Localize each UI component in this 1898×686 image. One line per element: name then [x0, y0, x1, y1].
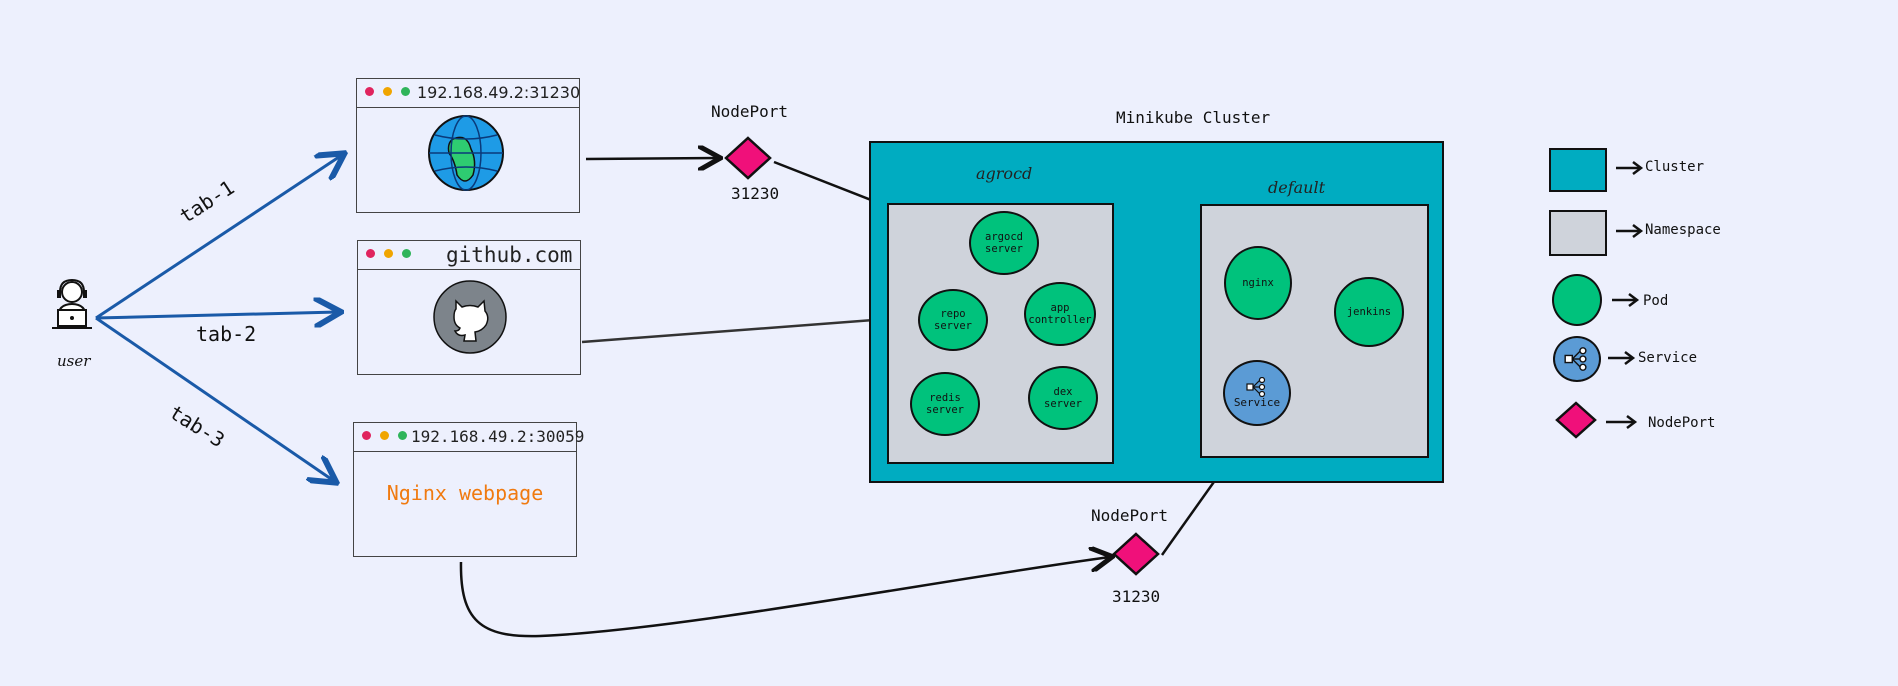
pod-label: repo server: [934, 308, 972, 332]
nodeport-top-title: NodePort: [711, 102, 789, 121]
pod-dex-server: dex server: [1028, 366, 1098, 430]
arrow-tab-3: [95, 316, 334, 481]
legend-arrow-icon: [1614, 160, 1644, 180]
legend-namespace-label: Namespace: [1645, 222, 1721, 238]
nodeport-top-diamond: [724, 136, 772, 180]
browser-window-2: github.com: [357, 240, 581, 375]
legend-service-label: Service: [1638, 350, 1698, 366]
maximize-dot: [402, 249, 411, 258]
nodeport-bottom-port: 31230: [1112, 587, 1161, 606]
legend-arrow-icon: [1614, 223, 1644, 243]
legend-nodeport-label: NodePort: [1648, 415, 1716, 431]
pod-app-controller: app controller: [1024, 282, 1096, 346]
url-text: 192.168.49.2:30059: [411, 427, 585, 446]
legend-arrow-icon: [1604, 414, 1638, 434]
pod-jenkins: jenkins: [1334, 277, 1404, 347]
close-dot: [362, 431, 371, 440]
nodeport-bottom-diamond: [1112, 532, 1160, 576]
pod-label: redis server: [926, 392, 964, 416]
nodeport-bottom-title: NodePort: [1091, 506, 1169, 525]
legend-arrow-icon: [1606, 350, 1636, 370]
minimize-dot: [384, 249, 393, 258]
globe-icon: [427, 113, 505, 193]
tab-2-label: tab-2: [196, 322, 257, 346]
pod-label: app controller: [1028, 302, 1092, 326]
pod-label: nginx: [1242, 277, 1274, 289]
pod-redis-server: redis server: [910, 372, 980, 436]
browser-window-1: 192.168.49.2:31230: [356, 78, 580, 213]
service-icon: [1564, 347, 1587, 371]
pod-repo-server: repo server: [918, 289, 988, 351]
user-label: user: [57, 352, 91, 370]
legend-cluster-label: Cluster: [1645, 159, 1705, 175]
window-titlebar: 192.168.49.2:31230: [357, 79, 581, 108]
legend-cluster-swatch: [1549, 148, 1607, 192]
pod-label: dex server: [1044, 386, 1082, 410]
pod-nginx: nginx: [1224, 246, 1292, 320]
close-dot: [366, 249, 375, 258]
pod-label: jenkins: [1346, 306, 1392, 318]
arrow-nginx-window-nodeport: [459, 557, 1110, 638]
legend-service-swatch: [1553, 336, 1601, 382]
legend-arrow-icon: [1610, 292, 1640, 312]
maximize-dot: [401, 87, 410, 96]
maximize-dot: [398, 431, 407, 440]
cluster-title: Minikube Cluster: [1116, 108, 1271, 127]
window-titlebar: 192.168.49.2:30059: [354, 423, 584, 452]
legend-namespace-swatch: [1549, 210, 1607, 256]
url-text: 192.168.49.2:31230: [417, 83, 581, 102]
github-icon: [432, 279, 508, 355]
service-icon: [1246, 377, 1266, 397]
arrow-github-repo: [581, 317, 914, 344]
legend-pod-swatch: [1552, 274, 1602, 326]
minimize-dot: [380, 431, 389, 440]
pod-argocd-server: argocd server: [969, 211, 1039, 275]
service-label: Service: [1233, 396, 1281, 409]
browser-window-3: 192.168.49.2:30059 Nginx webpage: [353, 422, 584, 557]
pod-label: argocd server: [985, 231, 1023, 255]
namespace-default-label: default: [1268, 178, 1326, 197]
minimize-dot: [383, 87, 392, 96]
arrow-tab-1: [95, 155, 342, 320]
user-icon: [48, 278, 96, 340]
namespace-argocd-label: agrocd: [976, 164, 1033, 183]
nodeport-top-port: 31230: [731, 184, 780, 203]
url-text: github.com: [446, 243, 573, 267]
arrow-tab-2: [95, 312, 338, 318]
legend-pod-label: Pod: [1643, 293, 1669, 309]
nginx-webpage-text: Nginx webpage: [386, 481, 544, 505]
close-dot: [365, 87, 374, 96]
window-titlebar: github.com: [358, 241, 580, 270]
legend-nodeport-swatch: [1555, 401, 1597, 439]
arrow-window1-nodeport: [585, 158, 718, 159]
service-circle: Service: [1223, 360, 1291, 426]
